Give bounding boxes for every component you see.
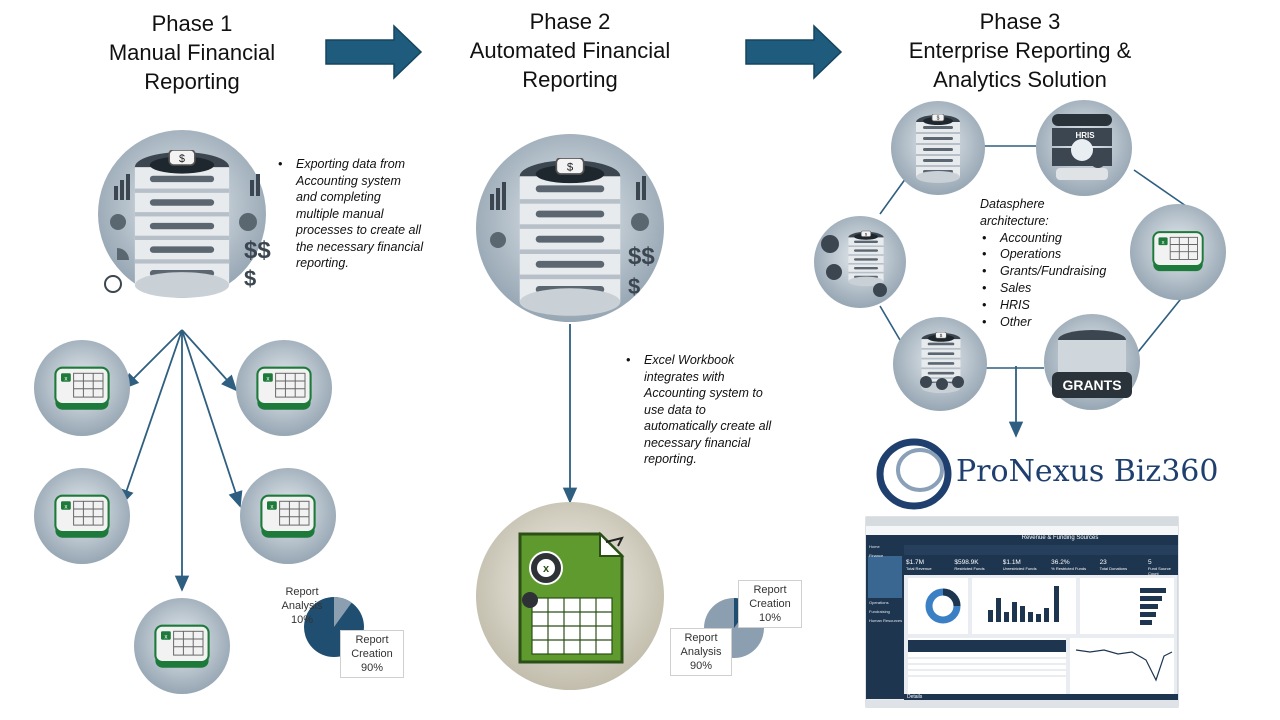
list-item: Other — [980, 314, 1130, 331]
nav-operations[interactable]: Operations — [869, 600, 889, 605]
nav-finance[interactable]: Finance — [869, 553, 884, 558]
grants-label: GRANTS — [1062, 377, 1122, 393]
accounting-db-node — [891, 101, 985, 195]
pronexus-logo-mark — [876, 438, 952, 510]
biz360-dashboard-screenshot — [865, 516, 1179, 708]
excel-workbook-4 — [240, 468, 336, 564]
phase2-label-creation: Report Creation 10% — [738, 580, 802, 628]
phase1-label-analysis: Report Analysis 10% — [281, 586, 323, 626]
grants-node — [1044, 314, 1140, 410]
datasphere-architecture: Datasphere architecture: Accounting Oper… — [980, 196, 1130, 330]
sales-excel-node — [1130, 204, 1226, 300]
svg-text:x: x — [543, 563, 550, 575]
kpi-pct-restricted: 36.2%% Restricted Funds — [1051, 559, 1087, 571]
phase3-ring-connectors — [879, 145, 1189, 369]
bullet-dot: • — [278, 157, 283, 171]
excel-workbook-5 — [134, 598, 230, 694]
phase1-connectors — [119, 329, 243, 592]
other-gears-node — [814, 216, 906, 308]
svg-text:$$: $$ — [244, 237, 271, 264]
pronexus-biz360-logo: ProNexus Biz360 — [956, 454, 1219, 489]
hris-node — [1036, 100, 1132, 196]
phase-2-title: Phase 2 Automated Financial Reporting — [469, 9, 671, 92]
svg-text:$$: $$ — [628, 243, 655, 270]
arrow-phase1-to-phase2 — [325, 24, 423, 80]
svg-text:$: $ — [628, 274, 640, 299]
list-item: HRIS — [980, 297, 1130, 314]
dashboard-header: Revenue & Funding Sources — [1021, 535, 1099, 541]
phase1-database-illustration: $$ $ — [98, 130, 271, 299]
arrow-phase2-to-phase3 — [745, 24, 843, 80]
phase2-description: • Excel Workbook integrates with Account… — [626, 353, 772, 466]
excel-workbook-3 — [34, 468, 130, 564]
list-item: Accounting — [980, 230, 1130, 247]
list-item: Grants/Fundraising — [980, 263, 1130, 280]
dashboard-footer: Details — [907, 694, 923, 700]
phase-1-title: Phase 1 Manual Financial Reporting — [108, 11, 276, 94]
dashboard-nav: Home Finance Operations Fundraising Huma… — [869, 542, 903, 625]
phase1-description: • Exporting data from Accounting system … — [278, 157, 424, 270]
phase2-database-illustration: $$ $ — [476, 134, 664, 322]
architecture-list: Accounting Operations Grants/Fundraising… — [980, 230, 1130, 331]
phase2-label-analysis: Report Analysis 90% — [670, 628, 732, 676]
phase-3-title: Phase 3 Enterprise Reporting & Analytics… — [908, 9, 1132, 92]
chart-icons — [104, 174, 260, 293]
bullet-dot: • — [626, 353, 631, 367]
hris-label: HRIS — [1075, 131, 1095, 140]
nav-fundraising[interactable]: Fundraising — [869, 609, 890, 614]
phase1-label-creation: Report Creation 90% — [340, 630, 404, 678]
list-item: Operations — [980, 246, 1130, 263]
nav-hr[interactable]: Human Resources — [869, 618, 903, 623]
svg-text:$: $ — [244, 266, 256, 291]
operations-db-node — [893, 317, 987, 411]
list-item: Sales — [980, 280, 1130, 297]
nav-home[interactable]: Home — [869, 544, 880, 549]
excel-workbook-2 — [236, 340, 332, 436]
excel-automation-illustration: x — [476, 502, 664, 690]
excel-workbook-1 — [34, 340, 130, 436]
